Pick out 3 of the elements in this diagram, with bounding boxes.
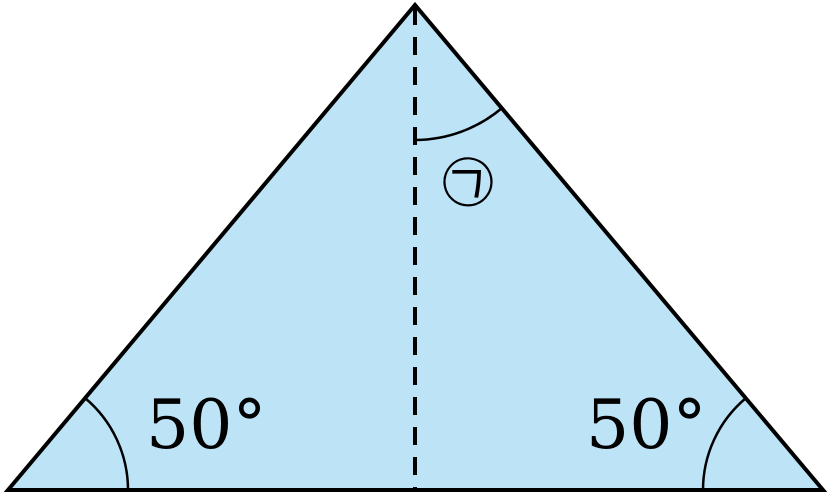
angle-label: 50° <box>146 392 267 460</box>
angle-label: 50° <box>586 392 707 460</box>
angle-label: ㉠ <box>440 152 496 208</box>
